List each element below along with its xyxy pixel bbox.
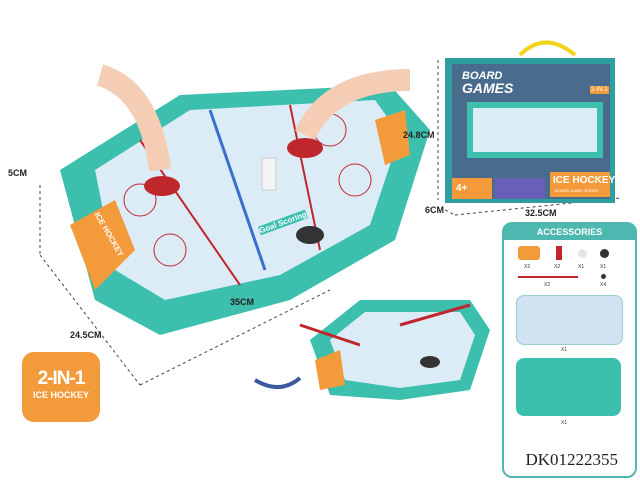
qty-base: X1 <box>561 420 568 426</box>
white-puck-icon <box>578 249 587 258</box>
box-subtitle: BOARD GAME SERIES <box>555 188 598 193</box>
ice-rink-sheet <box>516 295 623 345</box>
striker-icon <box>556 246 562 260</box>
box-height: 24.8CM <box>403 130 435 140</box>
qty-black-puck: X1 <box>600 264 607 270</box>
box-brand-line1: BOARD <box>462 70 503 82</box>
game-base-icon <box>516 358 621 416</box>
qty-rink: X1 <box>561 347 568 353</box>
main-game-board <box>60 64 430 335</box>
box-title: ICE HOCKEY <box>553 175 616 186</box>
two-in-one-badge: 2-IN-1 ICE HOCKEY <box>22 352 100 422</box>
hockey-stick-icon <box>518 276 578 278</box>
accessories-panel: ACCESSORIES X2 X2 X1 X1 X2 X4 X1 X1 <box>502 222 637 478</box>
box-width: 32.5CM <box>525 208 557 218</box>
accessories-content: X2 X2 X1 X1 X2 X4 X1 X1 <box>504 240 635 465</box>
arrow-icon <box>253 376 302 389</box>
badge-title: 2-IN-1 <box>37 368 86 389</box>
box-brand: BOARD GAMES <box>462 70 514 96</box>
product-code: DK01222355 <box>525 450 618 469</box>
product-box <box>445 40 615 203</box>
dimension-length: 35CM <box>230 297 255 307</box>
qty-white-puck: X1 <box>578 264 585 270</box>
dimension-width: 24.5CM <box>70 330 102 340</box>
dimension-height: 5CM <box>8 168 28 178</box>
small-game-board <box>299 300 490 400</box>
qty-goal: X2 <box>524 264 531 270</box>
goal-icon <box>518 246 540 260</box>
box-badge: 2-IN-1 <box>590 86 609 94</box>
qty-stick: X2 <box>544 282 551 288</box>
small-ball-icon <box>601 274 606 279</box>
badge-subtitle: ICE HOCKEY <box>32 390 89 400</box>
box-depth: 6CM <box>425 205 445 215</box>
box-brand-line2: GAMES <box>462 80 514 96</box>
qty-striker: X2 <box>554 264 561 270</box>
accessories-title: ACCESSORIES <box>504 224 635 240</box>
black-puck-icon <box>600 249 609 258</box>
qty-ball: X4 <box>600 282 607 288</box>
box-age: 4+ <box>456 183 468 194</box>
